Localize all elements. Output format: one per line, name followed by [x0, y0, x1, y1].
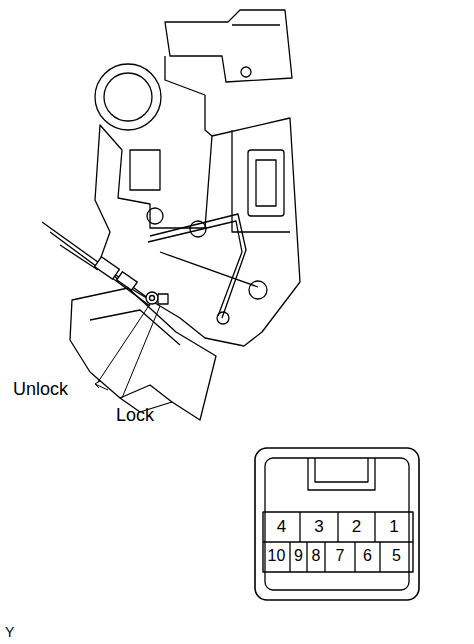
text-label: Unlock [13, 380, 68, 398]
pin-number: 2 [338, 518, 375, 535]
pin-number: 4 [263, 518, 300, 535]
pin-number: 7 [325, 548, 355, 564]
text-label: Y [5, 625, 14, 639]
pin-number: 1 [375, 518, 413, 535]
pin-number: 6 [355, 548, 380, 564]
pin-number: 10 [263, 548, 290, 564]
pin-number: 9 [290, 548, 307, 564]
pin-number: 3 [300, 518, 338, 535]
pin-number: 5 [380, 548, 413, 564]
pin-number: 8 [307, 548, 325, 564]
text-label: Lock [116, 406, 154, 424]
